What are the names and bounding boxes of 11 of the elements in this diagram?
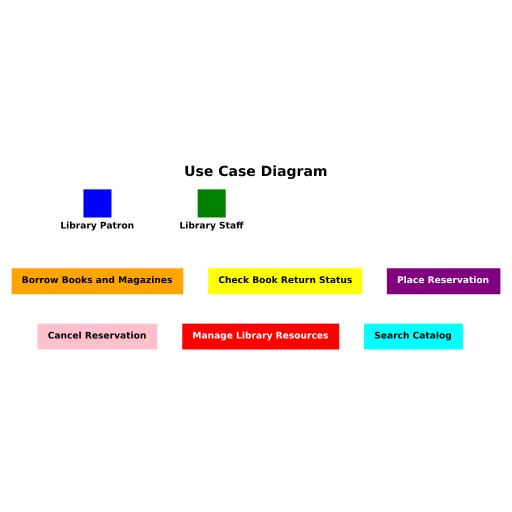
node-box: Borrow Books and Magazines [12,268,184,294]
node-box [198,189,226,218]
node-label: Library Staff [179,221,244,232]
node-box: Search Catalog [364,324,463,350]
node-box [83,189,112,218]
node-label: Library Patron [60,221,134,232]
node-box: Place Reservation [386,268,500,294]
node-box: Cancel Reservation [38,324,158,350]
node-box: Manage Library Resources [182,324,340,350]
diagram-title: Use Case Diagram [184,164,328,180]
node-box: Check Book Return Status [208,268,362,294]
